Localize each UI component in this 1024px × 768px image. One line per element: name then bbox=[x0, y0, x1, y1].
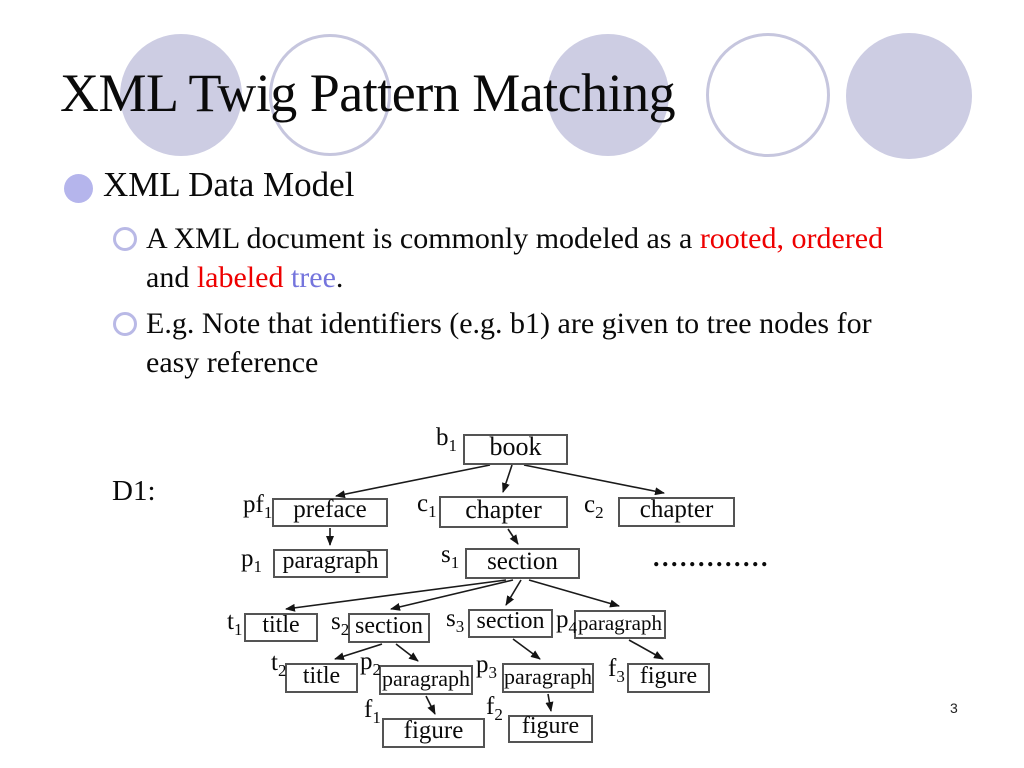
tree-node-paragraph-1: paragraph bbox=[273, 548, 388, 578]
slide-title: XML Twig Pattern Matching bbox=[60, 63, 676, 123]
tree-node-title-1: title bbox=[244, 612, 318, 642]
text-segment-red: labeled bbox=[196, 261, 284, 294]
tree-node-book: book bbox=[463, 432, 568, 465]
text-segment: and bbox=[146, 261, 197, 294]
node-id-s1: s1 bbox=[441, 541, 460, 572]
node-text: title bbox=[262, 612, 300, 638]
node-id-c1: c1 bbox=[417, 490, 437, 521]
node-text: paragraph bbox=[578, 611, 662, 635]
node-text: title bbox=[302, 663, 341, 689]
node-text: paragraph bbox=[382, 666, 470, 691]
node-id-p2: p2 bbox=[360, 648, 381, 679]
bullet-line: easy reference bbox=[146, 346, 319, 379]
page-number: 3 bbox=[950, 700, 958, 716]
deco-circle-filled-2 bbox=[547, 34, 669, 156]
tree-node-figure-2: figure bbox=[508, 713, 593, 743]
tree-node-section-3: section bbox=[468, 608, 553, 638]
node-text: paragraph bbox=[504, 664, 592, 689]
text-segment: A XML document is commonly modeled as a bbox=[146, 222, 700, 255]
bullet-line: A XML document is commonly modeled as a … bbox=[146, 219, 883, 258]
text-segment bbox=[283, 261, 291, 294]
tree-node-paragraph-4: paragraph bbox=[574, 610, 666, 639]
tree-node-figure-1: figure bbox=[382, 717, 485, 748]
node-text: chapter bbox=[465, 495, 542, 524]
section-heading: XML Data Model bbox=[103, 165, 355, 204]
deco-circle-outline-2 bbox=[706, 33, 830, 157]
sub-bullet-icon bbox=[113, 227, 137, 251]
bullet-line: and labeled tree. bbox=[146, 258, 883, 297]
tree-node-preface: preface bbox=[272, 496, 388, 527]
tree-node-chapter-2: chapter bbox=[618, 496, 735, 527]
bullet-item-example: E.g. Note that identifiers (e.g. b1) are… bbox=[146, 304, 872, 382]
tree-node-chapter-1: chapter bbox=[439, 495, 568, 528]
node-text: figure bbox=[403, 717, 464, 744]
tree-node-paragraph-3: paragraph bbox=[502, 663, 594, 693]
node-text: book bbox=[489, 432, 542, 461]
node-id-c2: c2 bbox=[584, 491, 604, 522]
ellipsis-omitted-subtree: ............. bbox=[653, 543, 770, 572]
node-id-f1: f1 bbox=[364, 696, 381, 727]
node-id-p1: p1 bbox=[241, 545, 262, 576]
text-segment-blue: tree bbox=[290, 261, 336, 294]
bullet-item-model: A XML document is commonly modeled as a … bbox=[146, 219, 883, 297]
tree-node-title-2: title bbox=[285, 663, 358, 693]
node-text: section bbox=[476, 608, 545, 634]
tree-node-paragraph-2: paragraph bbox=[379, 665, 473, 695]
node-text: figure bbox=[521, 713, 580, 739]
deco-circle-filled-1 bbox=[120, 34, 242, 156]
tree-node-section-2: section bbox=[348, 613, 430, 643]
node-text: section bbox=[355, 613, 423, 639]
sub-bullet-icon bbox=[113, 312, 137, 336]
deco-circle-outline-1 bbox=[269, 34, 391, 156]
node-text: section bbox=[487, 548, 558, 575]
document-label: D1: bbox=[112, 475, 156, 507]
deco-circle-filled-3 bbox=[846, 33, 972, 159]
node-id-p4: p4 bbox=[556, 606, 577, 637]
node-id-b1: b1 bbox=[436, 424, 457, 455]
node-text: preface bbox=[293, 496, 367, 523]
node-id-pf1: pf1 bbox=[243, 491, 273, 522]
bullet-icon bbox=[64, 174, 93, 203]
node-id-s3: s3 bbox=[446, 605, 465, 636]
text-segment: . bbox=[335, 261, 344, 294]
node-text: chapter bbox=[639, 496, 714, 523]
node-id-t1: t1 bbox=[227, 608, 243, 639]
text-segment-red: rooted, bbox=[699, 222, 784, 255]
node-text: paragraph bbox=[282, 548, 379, 574]
node-id-p3: p3 bbox=[476, 651, 497, 682]
node-id-f3: f3 bbox=[608, 655, 625, 686]
tree-node-figure-3: figure bbox=[627, 663, 710, 693]
tree-node-section-1: section bbox=[465, 548, 580, 579]
text-segment-red: ordered bbox=[791, 222, 884, 255]
node-id-s2: s2 bbox=[331, 608, 350, 639]
node-id-f2: f2 bbox=[486, 693, 503, 724]
node-id-t2: t2 bbox=[271, 649, 287, 680]
node-text: figure bbox=[639, 663, 698, 689]
bullet-line: E.g. Note that identifiers (e.g. b1) are… bbox=[146, 307, 872, 340]
